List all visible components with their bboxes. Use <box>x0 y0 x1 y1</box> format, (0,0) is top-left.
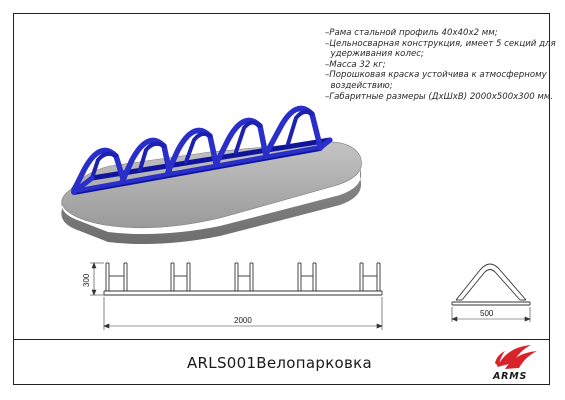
height-dimension <box>90 262 104 296</box>
length-label: 2000 <box>234 316 252 325</box>
arms-logo: ARMS <box>492 345 537 382</box>
side-view <box>451 263 531 322</box>
spec-item: –Масса 32 кг; <box>325 59 386 70</box>
spec-item: –Рама стальной профиль 40х40х2 мм; <box>325 28 498 38</box>
logo-swoosh-icon <box>495 345 537 369</box>
rack-rail-rear <box>89 137 333 181</box>
length-dimension <box>103 297 383 330</box>
spec-item: –Порошковая краска устойчива к атмосферн… <box>325 70 547 81</box>
spec-item: воздействию; <box>325 80 393 91</box>
base-slab <box>61 141 362 229</box>
spec-item: удерживания колес; <box>325 49 424 60</box>
product-title: ARLS001Велопарковка <box>187 354 373 372</box>
spec-item: –Габаритные размеры (ДхШхВ) 2000х500х300… <box>325 91 554 102</box>
rack-rail-front <box>71 145 323 195</box>
base-slab-edge <box>61 168 362 244</box>
logo-wordmark: ARMS <box>492 371 527 382</box>
height-label: 300 <box>82 273 91 287</box>
front-view <box>90 262 383 330</box>
spec-item: –Цельносварная конструкция, имеет 5 секц… <box>325 38 556 49</box>
rack-arches <box>71 105 323 193</box>
title-block-divider <box>14 339 550 340</box>
spec-list: –Рама стальной профиль 40х40х2 мм; –Цель… <box>325 28 556 102</box>
width-dimension <box>451 307 531 322</box>
width-label: 500 <box>480 309 494 318</box>
front-view-uprights <box>105 262 381 291</box>
